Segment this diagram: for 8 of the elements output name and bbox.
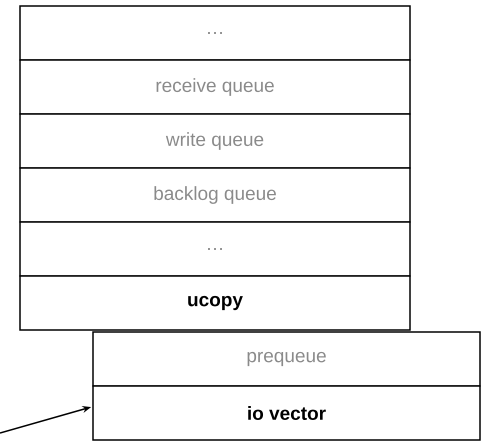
table-row: receive queue bbox=[19, 59, 411, 115]
table-row: ucopy bbox=[19, 275, 411, 331]
table-row: … bbox=[19, 221, 411, 277]
table-row: … bbox=[19, 5, 411, 61]
table-row: backlog queue bbox=[19, 167, 411, 223]
table-row: io vector bbox=[92, 385, 481, 441]
table-row: prequeue bbox=[92, 331, 481, 387]
table-row: write queue bbox=[19, 113, 411, 169]
